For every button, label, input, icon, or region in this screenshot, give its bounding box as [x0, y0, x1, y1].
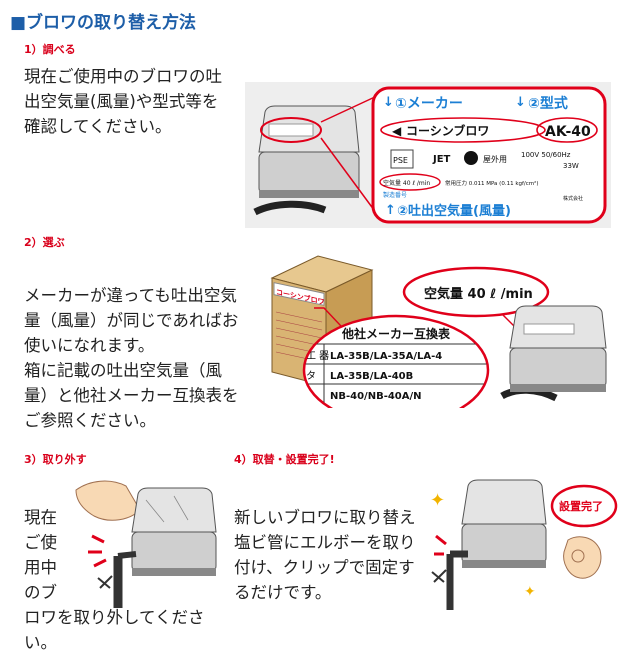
step-4-text: 新しいブロワに取り替え 塩ビ管にエルボーを取り 付け、クリップで固定す るだけで…: [234, 505, 434, 605]
step-4-line: るだけです。: [234, 583, 332, 602]
pse-mark: PSE: [393, 156, 408, 165]
step-2-text: メーカーが違っても吐出空気 量（風量）が同じであればお 使いになれます。 箱に記…: [24, 283, 264, 433]
brand-logo-icon: ◀: [392, 124, 402, 138]
table-models: LA-35B/LA-40B: [330, 371, 413, 382]
step-3-line: のブ: [24, 583, 57, 602]
pressure-row: 常用圧力 0.011 MPa (0.11 kgf/cm²): [445, 179, 539, 187]
step-4-line: 付け、クリップで固定す: [234, 558, 415, 577]
step-2-line: 量）と他社メーカー互換表を: [24, 386, 239, 405]
company-label: 株式会社: [563, 195, 583, 202]
step-4-line: 新しいブロワに取り替え: [234, 508, 416, 527]
table-models: LA-35B/LA-35A/LA-4: [330, 351, 442, 362]
ok-hand-icon: [563, 536, 602, 579]
clip-icon: [431, 569, 447, 583]
blower-image: [500, 305, 607, 402]
step-2-line: メーカーが違っても吐出空気: [24, 286, 237, 305]
step-2-line: 使いになれます。: [24, 336, 155, 355]
step-4-line: 塩ビ管にエルボーを取り: [234, 533, 416, 552]
flow-callout: ②吐出空気量(風量): [397, 203, 511, 219]
step-4-heading: 4）取替・設置完了!: [234, 453, 335, 466]
step-3-line: ご使: [24, 533, 57, 552]
step-1-illustration: ↓ ①メーカー ↓ ②型式 ◀ コーシンブロワ AK-40 PSE JET 屋外…: [245, 82, 611, 228]
maker-arrow-icon: ↓: [383, 95, 394, 110]
section-title: ■ブロワの取り替え方法: [10, 13, 197, 33]
label-model: AK-40: [545, 124, 591, 140]
model-arrow-icon: ↓: [515, 95, 526, 110]
step-3-text: 現在 ご使 用中 のブ ロワを取り外してくださ い。: [24, 505, 234, 655]
action-marks-icon: [434, 534, 447, 556]
step-3-line: ロワを取り外してくださ: [24, 608, 205, 627]
step-2-heading: 2）選ぶ: [24, 236, 65, 249]
table-maker: 工 器: [306, 350, 329, 362]
blower-image: [131, 487, 217, 576]
step-1-heading: 1）調べる: [24, 43, 76, 56]
step-1-line: 確認してください。: [24, 117, 172, 136]
action-marks-icon: [88, 534, 107, 568]
label-brand: コーシンブロワ: [406, 123, 489, 138]
step-2-illustration: コーシンブロワ 空気量 40 ℓ /min 他社メーカー互換表 工 器 LA-3…: [266, 248, 620, 408]
step-3-illustration: [70, 470, 228, 608]
step-2-line: 箱に記載の吐出空気量（風: [24, 361, 222, 380]
air-flow-row: 空気量 40 ℓ /min: [383, 179, 430, 187]
step-1-line: 現在ご使用中のブロワの吐: [24, 67, 222, 86]
step-4-illustration: ✦ ✦ 設置完了: [428, 470, 618, 610]
sparkle-icon: ✦: [430, 490, 445, 511]
step-1-text: 現在ご使用中のブロワの吐 出空気量(風量)や型式等を 確認してください。: [24, 64, 254, 139]
jet-mark: JET: [432, 154, 451, 165]
step-3-line: 用中: [24, 558, 57, 577]
blower-image: [461, 479, 547, 568]
step-1-line: 出空気量(風量)や型式等を: [24, 92, 219, 111]
bubble-air-flow: 空気量 40 ℓ /min: [424, 286, 533, 302]
table-models: NB-40/NB-40A/N: [330, 391, 422, 402]
serial-label: 製造番号: [383, 191, 407, 199]
step-3-heading: 3）取り外す: [24, 453, 87, 466]
outdoor-label: 屋外用: [483, 154, 507, 164]
done-badge: 設置完了: [559, 499, 603, 513]
blower-image: [253, 105, 360, 216]
sparkle-icon: ✦: [524, 584, 536, 600]
maker-callout: ①メーカー: [395, 96, 463, 112]
voltage: 100V 50/60Hz: [521, 151, 571, 159]
table-title: 他社メーカー互換表: [341, 326, 451, 341]
step-2-line: ご参照ください。: [24, 411, 156, 430]
jet-n-icon: [464, 151, 478, 165]
step-2-line: 量（風量）が同じであればお: [24, 311, 239, 330]
hand-icon: [75, 480, 141, 521]
step-3-line: い。: [24, 633, 57, 652]
step-3-line: 現在: [24, 508, 57, 527]
table-maker: タ: [306, 370, 316, 382]
flow-arrow-icon: ↑: [385, 203, 396, 218]
model-callout: ②型式: [528, 95, 568, 112]
wattage: 33W: [563, 162, 579, 170]
clip-icon: [97, 575, 113, 589]
